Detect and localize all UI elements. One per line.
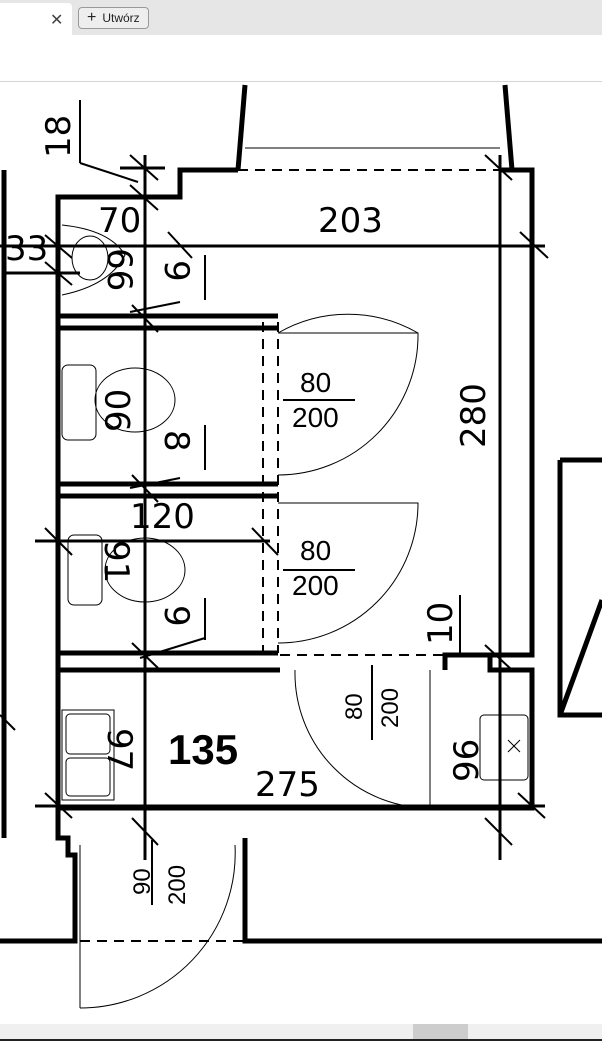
dimension-labels: 18 70 33 66 9 203 80 200 280 90 8 120 80… [5, 115, 494, 905]
scrollbar-thumb[interactable] [413, 1024, 468, 1039]
tab-bar: ✕ + Utwórz [0, 0, 602, 35]
door-1-width: 80 [300, 367, 331, 398]
dim-120: 120 [130, 497, 195, 537]
dim-9-top: 9 [156, 260, 196, 282]
dim-10: 10 [421, 602, 461, 645]
dim-96: 96 [447, 739, 487, 782]
openings [80, 169, 500, 942]
dim-70: 70 [98, 201, 141, 241]
plus-icon: + [87, 9, 97, 26]
dim-280: 280 [454, 383, 494, 448]
active-tab[interactable]: ✕ [0, 3, 72, 35]
dim-33: 33 [5, 229, 48, 269]
door-swings [79, 147, 500, 1009]
dim-90: 90 [99, 389, 139, 432]
dim-66: 66 [99, 248, 139, 291]
door-4-height: 200 [164, 865, 191, 905]
dim-97: 97 [99, 728, 139, 771]
dimension-lines [0, 155, 545, 860]
dim-8: 8 [156, 430, 196, 452]
create-button-label: Utwórz [102, 11, 140, 25]
door-1-height: 200 [292, 402, 339, 433]
door-3-height: 200 [377, 688, 404, 728]
dim-203: 203 [318, 201, 383, 241]
bottom-border [0, 1039, 602, 1041]
door-4-width: 90 [129, 868, 156, 895]
create-button[interactable]: + Utwórz [78, 7, 149, 29]
walls [0, 84, 602, 944]
door-3-width: 80 [341, 693, 368, 720]
toolbar [0, 35, 602, 82]
dim-91: 91 [96, 540, 136, 583]
dim-275: 275 [255, 765, 320, 805]
close-icon[interactable]: ✕ [50, 12, 64, 29]
dim-9-bottom: 9 [156, 605, 196, 627]
dim-18: 18 [39, 115, 79, 158]
dimension-ticks [0, 100, 549, 905]
door-2-height: 200 [292, 570, 339, 601]
room-area: 135 [168, 726, 238, 773]
horizontal-scrollbar[interactable] [0, 1024, 602, 1039]
door-2-width: 80 [300, 535, 331, 566]
